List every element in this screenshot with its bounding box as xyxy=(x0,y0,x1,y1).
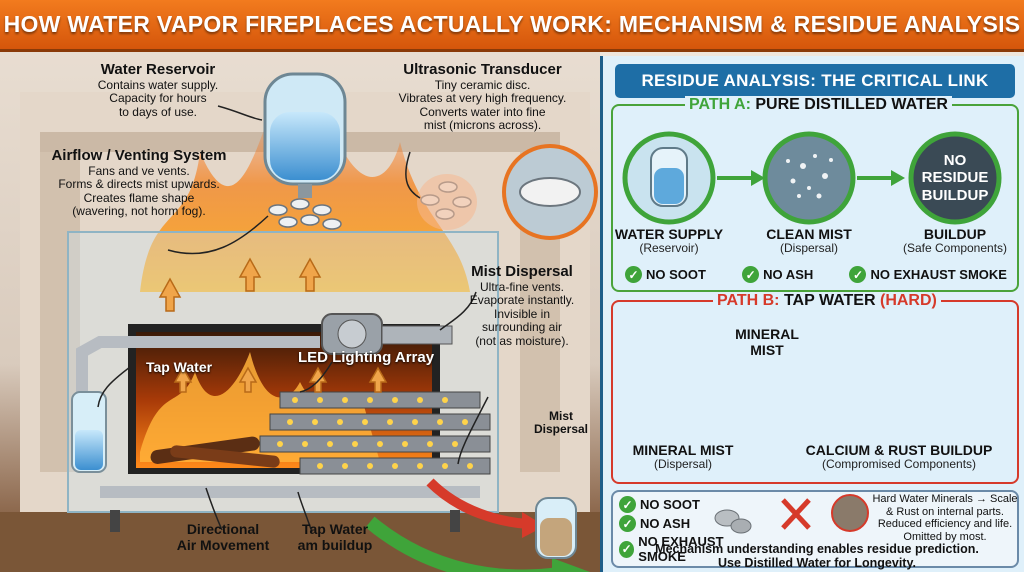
fan-motor xyxy=(321,313,453,355)
fireplace-illustration xyxy=(0,72,600,572)
hard-water-warning: Hard Water Minerals → Scale & Rust on in… xyxy=(872,493,1018,543)
check-icon: ✓ xyxy=(625,266,642,283)
path-b-label: PATH B: TAP WATER (HARD) xyxy=(713,292,941,310)
check-no-ash-2: ✓NO ASH xyxy=(619,515,761,532)
clean-mist-caption: CLEAN MIST (Dispersal) xyxy=(766,226,852,256)
led-array xyxy=(259,391,491,475)
residue-section-title: RESIDUE ANALYSIS: THE CRITICAL LINK xyxy=(615,64,1015,98)
residue-panel: RESIDUE ANALYSIS: THE CRITICAL LINK PATH… xyxy=(600,56,1024,572)
check-icon: ✓ xyxy=(619,496,636,513)
check-no-exhaust-2: ✓NO EXHAUST SMOKE xyxy=(619,534,761,564)
check-no-soot: ✓NO SOOT xyxy=(625,266,706,283)
no-residue-badge: NO RESIDUE BUILDUP xyxy=(921,152,989,204)
led-array-label: LED Lighting Array xyxy=(297,349,435,366)
mineral-mist-arrow-label: MINERAL MIST xyxy=(735,326,799,359)
buildup-circle xyxy=(908,131,1002,225)
corroded-part-icon xyxy=(831,494,869,532)
water-supply-caption: WATER SUPPLY (Reservoir) xyxy=(614,226,724,256)
check-no-soot-2: ✓NO SOOT xyxy=(619,496,761,513)
path-a-graphic xyxy=(622,131,1002,225)
path-a-checks: ✓NO SOOT ✓NO ASH ✓NO EXHAUST SMOKE xyxy=(625,266,1015,283)
check-icon: ✓ xyxy=(619,540,635,558)
mist-dispersal-canister xyxy=(535,497,577,559)
conclusion-text: Mechanism understanding enables residue … xyxy=(655,542,979,571)
tap-water-label: Tap Water xyxy=(145,359,213,375)
mist-dispersal-small-label: Mist Dispersal xyxy=(533,409,589,437)
airflow-label: Airflow / Venting System Fans and ve ven… xyxy=(51,147,227,219)
path-a-label: PATH A: PURE DISTILLED WATER xyxy=(685,96,952,114)
water-reservoir-label: Water Reservoir Contains water supply. C… xyxy=(97,61,219,119)
title-bar: HOW WATER VAPOR FIREPLACES ACTUALLY WORK… xyxy=(0,0,1024,52)
check-icon: ✓ xyxy=(619,515,636,532)
calcium-rust-caption: CALCIUM & RUST BUILDUP (Compromised Comp… xyxy=(805,442,993,472)
buildup-caption: BUILDUP (Safe Components) xyxy=(902,226,1008,256)
mineral-rocks-icon xyxy=(714,498,811,534)
mist-dispersal-label: Mist Dispersal Ultra-fine vents. Evapora… xyxy=(469,263,575,348)
ultrasonic-transducer-label: Ultrasonic Transducer Tiny ceramic disc.… xyxy=(398,61,567,133)
green-arrow xyxy=(365,516,560,572)
summary-box: ✓NO SOOT ✓NO ASH ✓NO EXHAUST SMOKE Hard … xyxy=(611,490,1019,571)
red-arrow xyxy=(426,478,529,529)
water-reservoir-tank xyxy=(263,72,347,198)
tap-water-buildup-label: Tap Water am buildup xyxy=(297,521,373,553)
summary-checks: ✓NO SOOT ✓NO ASH ✓NO EXHAUST SMOKE xyxy=(619,496,769,564)
page-title: HOW WATER VAPOR FIREPLACES ACTUALLY WORK… xyxy=(3,11,1021,37)
check-icon: ✓ xyxy=(742,266,760,283)
mechanism-panel: Water Reservoir Contains water supply. C… xyxy=(0,52,600,572)
check-no-ash: ✓NO ASH xyxy=(742,266,813,283)
leader-lines xyxy=(97,105,489,533)
no-residue-badge xyxy=(625,168,713,224)
directional-air-label: Directional Air Movement xyxy=(176,521,270,553)
check-no-exhaust: ✓NO EXHAUST SMOKE xyxy=(849,266,1007,283)
clean-mist-circle xyxy=(762,131,856,225)
mineral-mist-caption: MINERAL MIST (Dispersal) xyxy=(632,442,734,472)
check-icon: ✓ xyxy=(849,266,867,283)
